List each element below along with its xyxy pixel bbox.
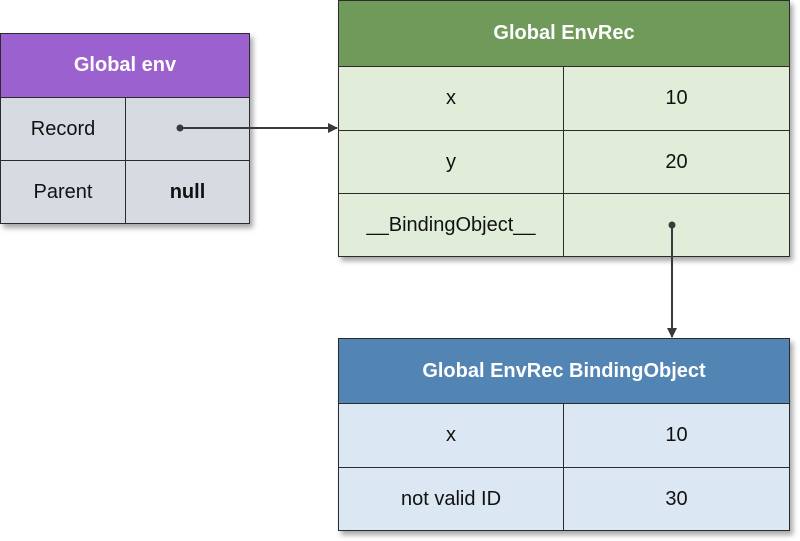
envrec-row-bindingobject-name: __BindingObject__: [339, 194, 564, 256]
bindobj-row-notvalid-name: not valid ID: [339, 468, 564, 530]
record-label-cell: Record: [1, 98, 126, 161]
bindobj-row-notvalid-value: 30: [665, 487, 688, 510]
global-env-box: Global env Record Parent null: [0, 33, 250, 224]
envrec-row-x-name: x: [339, 67, 564, 131]
envrec-row-y-name: y: [339, 131, 564, 194]
envrec-row-x-value: 10: [564, 67, 789, 131]
bindobj-row-x-value: 10: [564, 404, 789, 468]
record-value-cell: [126, 98, 249, 161]
envrec-row-bindingobject-value: [564, 194, 789, 256]
bindobj-row-x-name: x: [339, 404, 564, 468]
binding-object-box: Global EnvRec BindingObject x 10 not val…: [338, 338, 790, 531]
binding-object-title: Global EnvRec BindingObject: [339, 339, 789, 404]
global-envrec-box: Global EnvRec x 10 y 20 __BindingObject_…: [338, 0, 790, 257]
parent-label-cell: Parent: [1, 161, 126, 223]
global-envrec-title: Global EnvRec: [339, 1, 789, 67]
envrec-row-y-value: 20: [564, 131, 789, 194]
global-env-title: Global env: [1, 34, 249, 98]
parent-value-cell: null: [169, 180, 206, 203]
